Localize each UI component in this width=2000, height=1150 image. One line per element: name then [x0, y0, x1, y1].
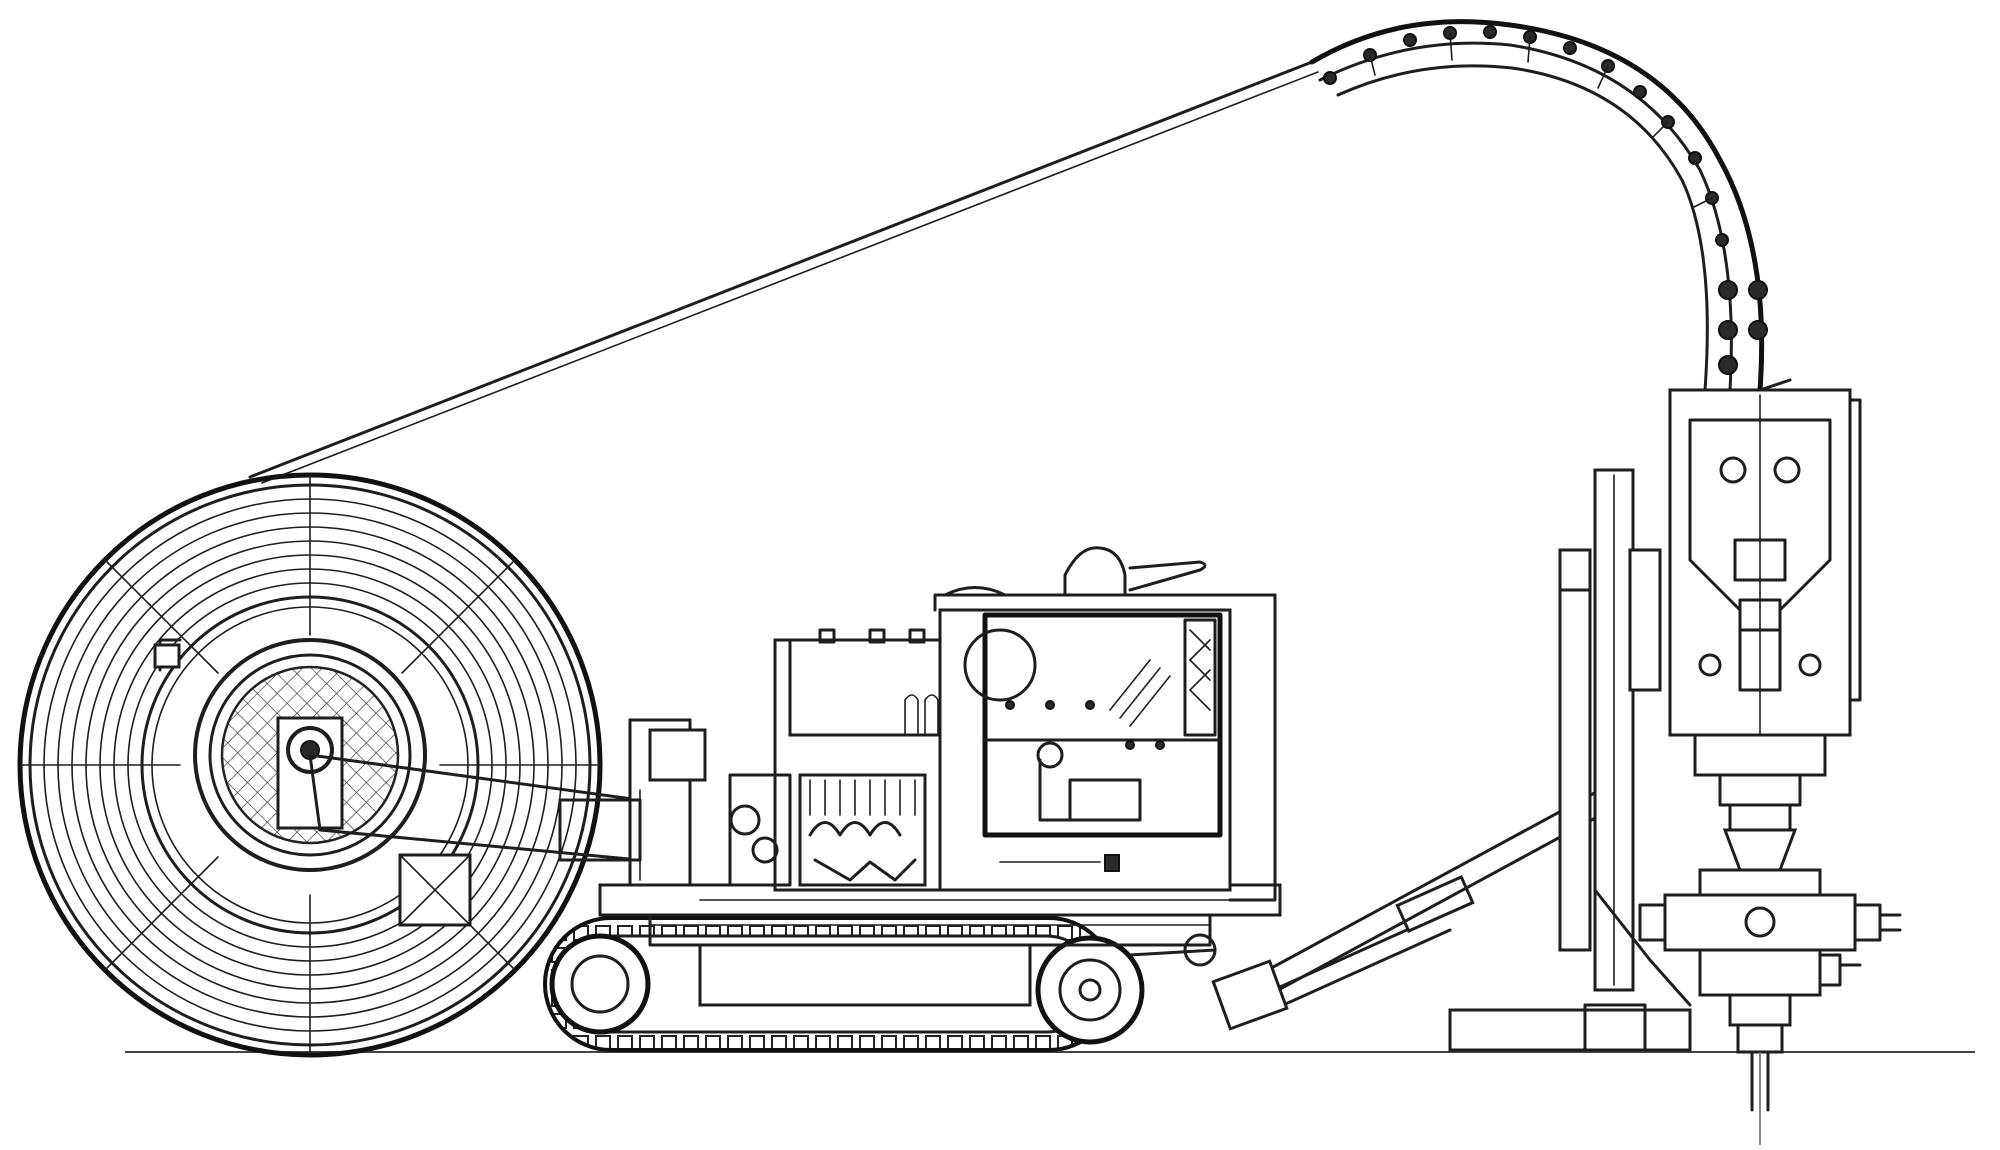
blowout-preventer [1638, 803, 1902, 997]
hydraulic-cylinder [1128, 788, 1612, 1031]
wellhead [1728, 993, 1792, 1145]
coiled-tubing-line [248, 60, 1319, 484]
gooseneck [1309, 19, 1792, 393]
injector-head [1668, 388, 1862, 807]
tracked-carrier [543, 903, 1212, 1052]
power-pack [699, 628, 1241, 901]
mast [1448, 468, 1692, 1052]
coil-tubing-reel [17, 472, 642, 1058]
control-cabin [933, 546, 1277, 902]
